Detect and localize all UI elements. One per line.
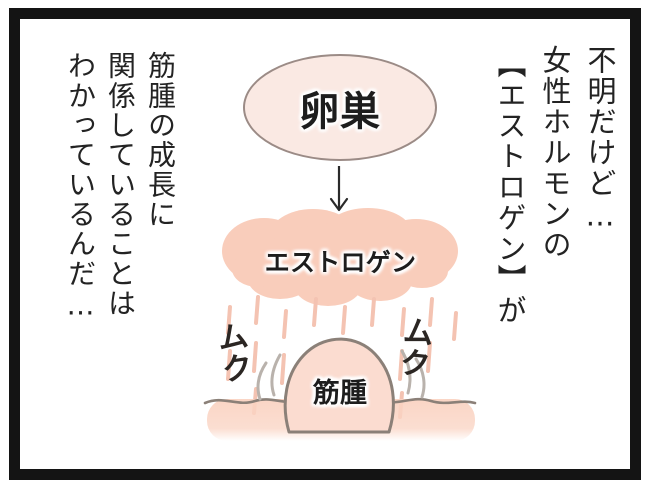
fibroid-label: 筋腫 bbox=[312, 378, 368, 409]
hormone-diagram: 卵巣 bbox=[180, 37, 500, 457]
left-dialogue-line-1: 筋腫の成長に bbox=[144, 51, 177, 230]
sound-effect-right: ムク bbox=[392, 313, 435, 381]
panel-frame: 不明だけど… 女性ホルモンの 【エストロゲン】が 筋腫の成長に 関係していること… bbox=[9, 8, 641, 480]
fibroid-shape bbox=[283, 337, 395, 434]
panel-content: 不明だけど… 女性ホルモンの 【エストロゲン】が 筋腫の成長に 関係していること… bbox=[20, 19, 630, 469]
left-dialogue-line-3: わかっているんだ… bbox=[64, 51, 97, 324]
arrow-down-icon bbox=[329, 166, 349, 212]
sound-effect-left: ムク bbox=[209, 318, 254, 387]
ovary-label: 卵巣 bbox=[299, 88, 381, 135]
estrogen-cloud: エストロゲン bbox=[208, 207, 473, 312]
right-dialogue-line-1: 不明だけど… bbox=[583, 45, 617, 235]
right-dialogue-line-3: 【エストロゲン】が bbox=[493, 49, 527, 326]
estrogen-label: エストロゲン bbox=[264, 248, 417, 277]
cloud-shape-icon bbox=[222, 208, 458, 306]
ovary-shape: 卵巣 bbox=[243, 54, 437, 161]
motion-swoosh-icon bbox=[256, 349, 426, 401]
right-dialogue-line-2: 女性ホルモンの bbox=[538, 45, 572, 261]
left-dialogue-line-2: 関係していることは bbox=[104, 51, 137, 319]
